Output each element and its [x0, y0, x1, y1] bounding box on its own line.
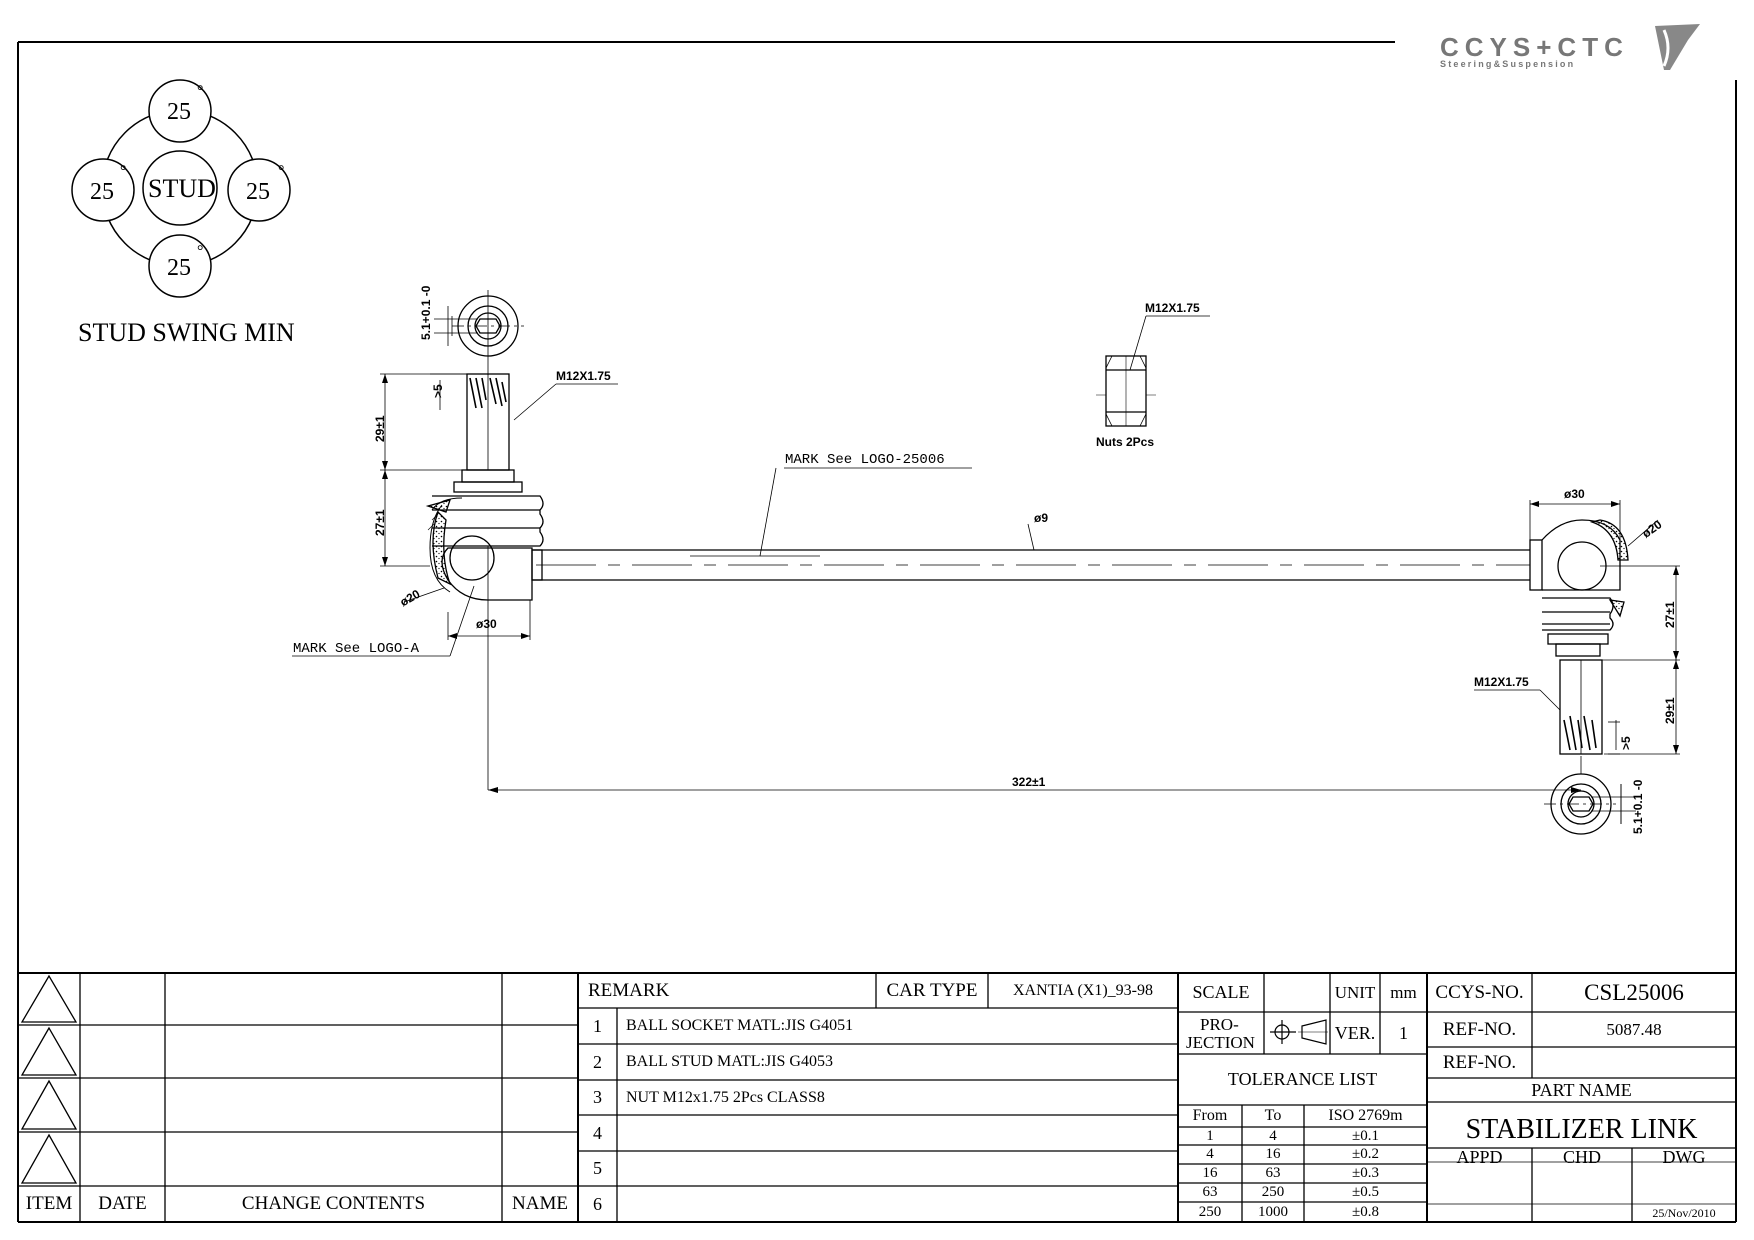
right-housing-dia-dim: ø30	[1564, 487, 1585, 501]
remark-num: 3	[593, 1087, 602, 1107]
remark-text	[626, 1186, 1176, 1222]
revision-triangles	[20, 974, 78, 1184]
tolerance-header-to: To	[1264, 1107, 1282, 1124]
projection-symbol-icon	[1270, 1019, 1328, 1045]
right-stud-length-dim: 29±1	[1663, 697, 1677, 724]
tolerance-value: ±0.8	[1352, 1203, 1379, 1220]
ver-value: 1	[1399, 1022, 1408, 1043]
right-thread-label: M12X1.75	[1474, 675, 1529, 689]
car-type-value: XANTIA (X1)_93-98	[1013, 981, 1153, 999]
rev-header-item: ITEM	[25, 1193, 73, 1214]
stud-swing-caption: STUD SWING MIN	[78, 318, 295, 347]
right-height-dim: 27±1	[1663, 601, 1677, 628]
left-gt5-dim: >5	[431, 384, 445, 398]
tolerance-from: 4	[1206, 1146, 1214, 1162]
dimension-arrows	[382, 374, 1679, 793]
tolerance-value: ±0.2	[1352, 1146, 1379, 1162]
left-height-dim: 27±1	[373, 509, 387, 536]
ccys-no-value: CSL25006	[1584, 979, 1684, 1005]
drawing-frame	[17, 41, 1737, 1223]
mark-logo-a-label: MARK See LOGO-A	[293, 641, 420, 657]
left-housing-dia-dim: ø30	[476, 617, 497, 631]
swing-angle-right: 25	[246, 179, 270, 205]
remark-text: BALL STUD MATL:JIS G4053	[626, 1053, 833, 1070]
right-gt5-dim: >5	[1619, 736, 1633, 750]
remark-text: BALL SOCKET MATL:JIS G4051	[626, 1017, 854, 1034]
projection-label-1: PRO-	[1200, 1015, 1239, 1034]
company-logo	[1655, 24, 1700, 70]
tolerance-to: 16	[1265, 1146, 1281, 1162]
swing-angle-top: 25	[167, 99, 191, 125]
rev-header-date: DATE	[98, 1193, 147, 1214]
unit-value: mm	[1390, 982, 1417, 1002]
tolerance-value: ±0.5	[1352, 1184, 1379, 1200]
tolerance-header-from: From	[1192, 1107, 1228, 1124]
logo-tagline: Steering&Suspension	[1440, 59, 1576, 69]
rev-header-name: NAME	[512, 1193, 568, 1214]
tolerance-to: 4	[1269, 1127, 1277, 1144]
ver-label: VER.	[1334, 1022, 1376, 1043]
stud-label: STUD	[148, 174, 216, 203]
tolerance-to: 250	[1261, 1184, 1285, 1200]
tolerance-from: 250	[1198, 1203, 1222, 1220]
remark-num: 2	[593, 1051, 602, 1072]
rod-dia-dim: ø9	[1034, 511, 1049, 525]
tolerance-to: 1000	[1258, 1203, 1288, 1220]
ref-no-value-1: 5087.48	[1606, 1019, 1662, 1039]
chd-label: CHD	[1562, 1146, 1601, 1167]
swing-angle-bottom: 25	[167, 255, 191, 281]
title-block-grid	[18, 973, 1736, 1222]
tolerance-value: ±0.3	[1352, 1165, 1379, 1181]
remark-text: NUT M12x1.75 2Pcs CLASS8	[626, 1088, 825, 1106]
rev-header-contents: CHANGE CONTENTS	[241, 1193, 426, 1214]
tolerance-to: 63	[1265, 1165, 1281, 1181]
remark-text	[626, 1151, 1176, 1186]
part-name-value: STABILIZER LINK	[1465, 1114, 1698, 1145]
mark-logo-main-label: MARK See LOGO-25006	[785, 452, 945, 468]
degree-symbol: °	[197, 83, 204, 100]
tolerance-from: 16	[1202, 1165, 1218, 1181]
overall-length-dim: 322±1	[1012, 775, 1046, 789]
tolerance-title: TOLERANCE LIST	[1227, 1069, 1378, 1089]
tolerance-value: ±0.1	[1352, 1127, 1379, 1144]
ccys-no-label: CCYS-NO.	[1435, 981, 1524, 1003]
remark-num: 6	[593, 1193, 602, 1214]
unit-label: UNIT	[1334, 982, 1376, 1002]
remark-num: 4	[593, 1122, 602, 1143]
part-name-label: PART NAME	[1531, 1079, 1632, 1100]
degree-symbol: °	[120, 163, 127, 180]
dwg-label: DWG	[1662, 1146, 1706, 1167]
scale-label: SCALE	[1192, 982, 1250, 1002]
left-stud-slot-dim: 5.1+0.1 -0	[419, 285, 433, 340]
ref-no-label-1: REF-NO.	[1442, 1018, 1517, 1040]
appd-label: APPD	[1456, 1146, 1503, 1167]
remark-num: 1	[593, 1015, 602, 1036]
projection-label-2: JECTION	[1186, 1033, 1255, 1052]
remark-header: REMARK	[588, 979, 670, 1001]
scale-value	[1264, 973, 1330, 1012]
degree-symbol: °	[278, 163, 285, 180]
left-thread-label: M12X1.75	[556, 369, 611, 383]
swing-angle-left: 25	[90, 179, 114, 205]
nut-caption: Nuts 2Pcs	[1096, 435, 1155, 449]
ref-no-value-2	[1532, 1047, 1736, 1078]
dimension-lines	[292, 290, 1680, 824]
nut-thread-label: M12X1.75	[1145, 301, 1200, 315]
car-type-label: CAR TYPE	[886, 979, 978, 1001]
right-stud-slot-dim: 5.1+0.1 -0	[1631, 779, 1645, 834]
tolerance-from: 63	[1202, 1184, 1218, 1200]
ref-no-label-2: REF-NO.	[1442, 1051, 1517, 1073]
degree-symbol: °	[197, 243, 204, 260]
drawing-date: 25/Nov/2010	[1652, 1205, 1716, 1220]
tolerance-from: 1	[1206, 1127, 1214, 1144]
stud-swing-diagram	[71, 79, 291, 298]
left-stud-length-dim: 29±1	[373, 415, 387, 442]
remark-text	[626, 1115, 1176, 1151]
remark-num: 5	[593, 1158, 602, 1178]
tolerance-header-iso: ISO 2769m	[1328, 1107, 1403, 1124]
logo-brand: CCYS+CTC	[1440, 32, 1629, 62]
